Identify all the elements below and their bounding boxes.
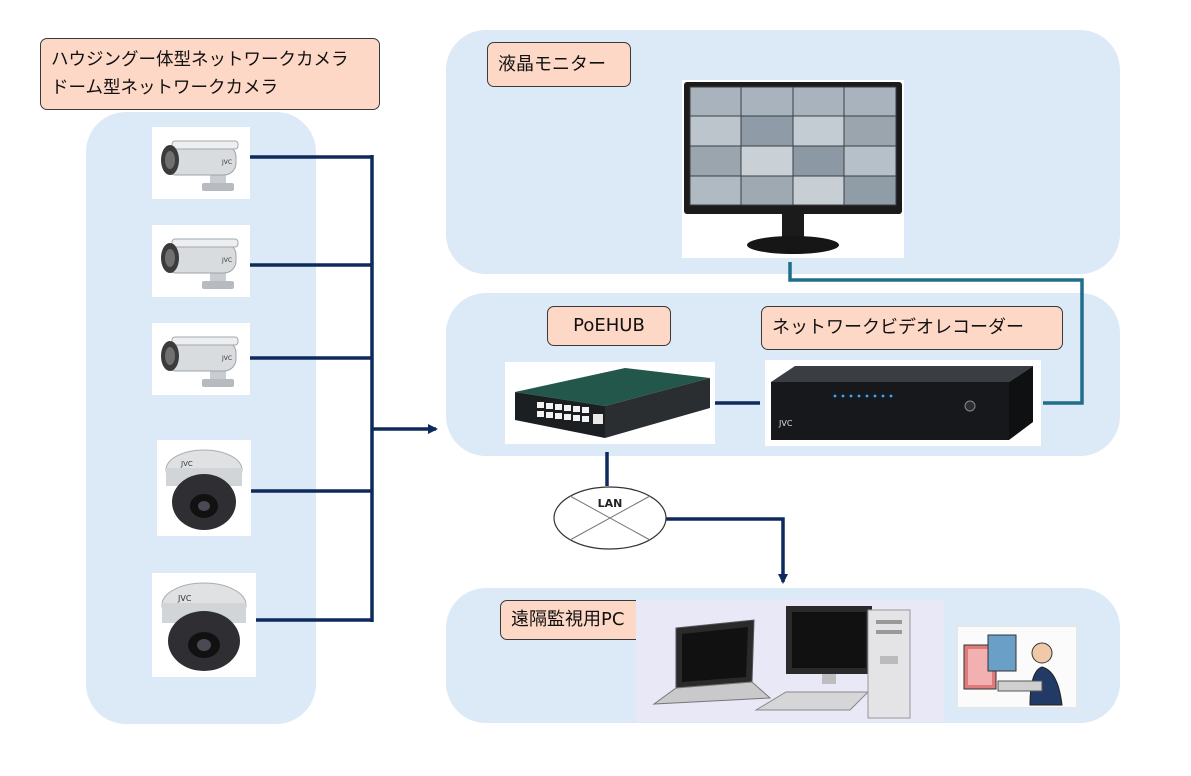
bullet-camera-2: JVC bbox=[152, 225, 250, 297]
lan-label: LAN bbox=[598, 497, 623, 510]
camera-group-label: ハウジングー体型ネットワークカメラ ドーム型ネットワークカメラ bbox=[40, 38, 380, 110]
poehub-label: PoEHUB bbox=[547, 306, 671, 346]
bullet-camera-1: JVC bbox=[152, 127, 250, 199]
svg-text:JVC: JVC bbox=[778, 419, 793, 428]
dome-camera-icon: JVC bbox=[161, 582, 247, 671]
bullet-camera-icon: JVC bbox=[161, 336, 239, 387]
svg-text:JVC: JVC bbox=[221, 159, 232, 166]
lan-cloud bbox=[553, 486, 667, 550]
svg-text:JVC: JVC bbox=[180, 460, 193, 468]
svg-text:JVC: JVC bbox=[221, 257, 232, 264]
monitor-to-recorder-link bbox=[788, 262, 1084, 405]
camera-group-label-line1: ハウジングー体型ネットワークカメラ bbox=[51, 50, 349, 70]
operator-icon bbox=[963, 634, 1063, 706]
dome-camera-icon: JVC bbox=[165, 449, 243, 530]
recorder-label: ネットワークビデオレコーダー bbox=[761, 306, 1063, 350]
remote-pc-icon-group bbox=[652, 606, 911, 719]
lcd-monitor bbox=[682, 80, 904, 258]
dome-camera-1: JVC bbox=[157, 440, 251, 536]
bullet-camera-icon: JVC bbox=[161, 238, 239, 289]
remote-pc-label: 遠隔監視用PC bbox=[500, 600, 650, 640]
camera-group-label-line2: ドーム型ネットワークカメラ bbox=[51, 78, 278, 98]
dome-camera-2: JVC bbox=[152, 573, 256, 677]
svg-text:JVC: JVC bbox=[177, 594, 192, 603]
poe-switch-icon bbox=[515, 368, 710, 438]
svg-text:JVC: JVC bbox=[221, 355, 232, 362]
bullet-camera-3: JVC bbox=[152, 323, 250, 395]
remote-pc-equipment bbox=[636, 600, 944, 722]
video-recorder-icon: JVC bbox=[771, 366, 1033, 440]
monitor-label: 液晶モニター bbox=[487, 42, 631, 87]
operator-illustration bbox=[957, 626, 1077, 708]
network-video-recorder: JVC bbox=[765, 360, 1041, 446]
poe-switch bbox=[505, 362, 715, 444]
lcd-monitor-icon bbox=[684, 82, 902, 254]
desktop-pc-icon bbox=[754, 606, 911, 719]
bullet-camera-icon: JVC bbox=[161, 140, 239, 191]
laptop-icon bbox=[652, 619, 772, 705]
lan-to-pc-arrow bbox=[664, 517, 788, 584]
